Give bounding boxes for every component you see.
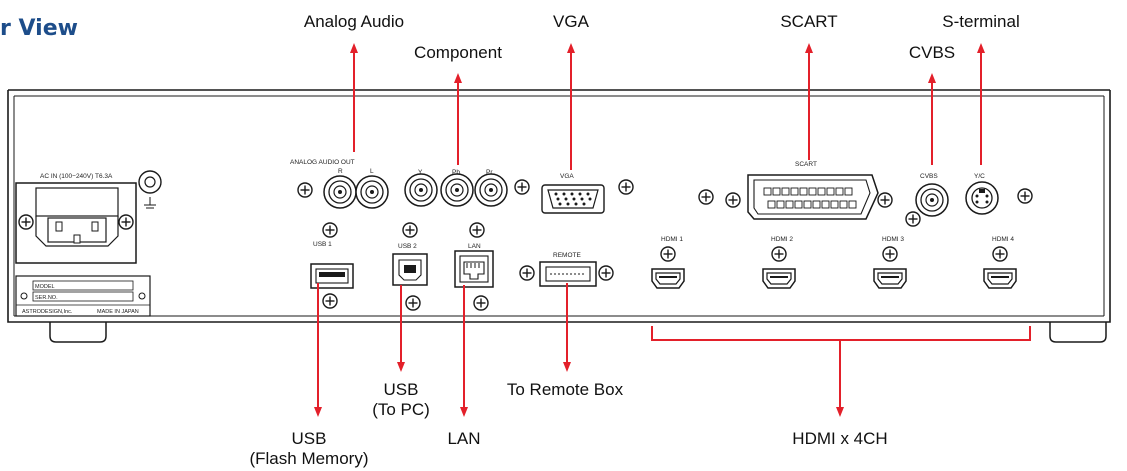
screw-icon [514, 179, 530, 195]
plate-origin: MADE IN JAPAN [97, 309, 139, 315]
lan-port [454, 250, 494, 288]
screw-icon [698, 189, 714, 205]
screw-icon [469, 222, 485, 238]
hdmi1-port-label: HDMI 1 [661, 236, 683, 243]
callout-usb-flash: USB (Flash Memory) [244, 429, 374, 469]
hdmi3-port [873, 268, 907, 289]
callout-usb-flash-line1: USB [291, 429, 327, 448]
audio-r-label: R [338, 168, 343, 175]
hdmi4-port [983, 268, 1017, 289]
usb2-port-label: USB 2 [398, 243, 417, 250]
screw-icon [519, 265, 535, 281]
comp-y-jack [404, 173, 438, 207]
cvbs-jack [915, 183, 949, 217]
vga-port [541, 184, 605, 214]
screw-icon [905, 211, 921, 227]
screw-icon [297, 182, 313, 198]
screw-icon [405, 295, 421, 311]
audio-r-jack [323, 175, 357, 209]
page-title: r View [0, 16, 78, 41]
screw-icon [322, 222, 338, 238]
scart-port-label: SCART [795, 161, 817, 168]
plate-serno: SER.NO. [35, 295, 58, 301]
hdmi1-port [651, 268, 685, 289]
scart-port [747, 174, 879, 220]
screw-icon [725, 192, 741, 208]
hdmi2-port-label: HDMI 2 [771, 236, 793, 243]
callout-arrows [314, 43, 1031, 417]
plate-maker: ASTRODESIGN,Inc. [22, 309, 73, 315]
callout-component: Component [414, 43, 502, 62]
callout-vga: VGA [553, 12, 589, 31]
vga-port-label: VGA [560, 173, 574, 180]
left-foot [49, 322, 107, 343]
hdmi3-port-label: HDMI 3 [882, 236, 904, 243]
callout-usb-pc-line1: USB [383, 380, 419, 399]
screw-icon [660, 246, 676, 262]
ground-terminal-icon [138, 170, 162, 209]
remote-port-label: REMOTE [553, 252, 581, 259]
screw-icon [618, 179, 634, 195]
remote-port [539, 261, 597, 287]
callout-hdmi: HDMI x 4CH [792, 429, 888, 448]
plate-model: MODEL [35, 284, 55, 290]
callout-scart: SCART [780, 12, 838, 31]
comp-pr-label: Pr [486, 169, 493, 176]
ac-in-label: AC IN (100−240V) T6.3A [40, 173, 113, 180]
chassis [7, 89, 1111, 343]
callout-s-terminal: S-terminal [942, 12, 1020, 31]
screw-icon [882, 246, 898, 262]
audio-l-jack [355, 175, 389, 209]
callout-analog-audio: Analog Audio [303, 12, 405, 31]
yc-port-label: Y/C [974, 173, 985, 180]
nameplate [15, 275, 151, 317]
comp-y-label: Y [418, 169, 423, 176]
screw-icon [473, 295, 489, 311]
cvbs-port-label: CVBS [920, 173, 938, 180]
callout-lan: LAN [447, 429, 481, 448]
callout-cvbs: CVBS [908, 43, 956, 62]
comp-pb-jack [440, 173, 474, 207]
screw-icon [877, 192, 893, 208]
callout-usb-flash-line2: (Flash Memory) [249, 449, 369, 468]
ac-inlet [15, 182, 137, 264]
right-foot [1049, 322, 1107, 343]
lan-port-label: LAN [468, 243, 481, 250]
screw-icon [322, 293, 338, 309]
s-terminal-port [965, 181, 999, 215]
hdmi2-port [762, 268, 796, 289]
screw-icon [771, 246, 787, 262]
audio-l-label: L [370, 168, 374, 175]
hdmi4-port-label: HDMI 4 [992, 236, 1014, 243]
callout-usb-pc-line2: (To PC) [372, 400, 430, 419]
comp-pb-label: Pb [452, 169, 460, 176]
usb1-port-label: USB 1 [313, 241, 332, 248]
screw-icon [992, 246, 1008, 262]
usb2-port [392, 253, 428, 286]
callout-remote: To Remote Box [506, 380, 624, 399]
callout-usb-pc: USB (To PC) [356, 380, 446, 420]
screw-icon [1017, 188, 1033, 204]
analog-audio-out-label: ANALOG AUDIO OUT [290, 159, 355, 166]
hdmi-bracket [651, 326, 1031, 341]
comp-pr-jack [474, 173, 508, 207]
screw-icon [402, 222, 418, 238]
screw-icon [598, 265, 614, 281]
